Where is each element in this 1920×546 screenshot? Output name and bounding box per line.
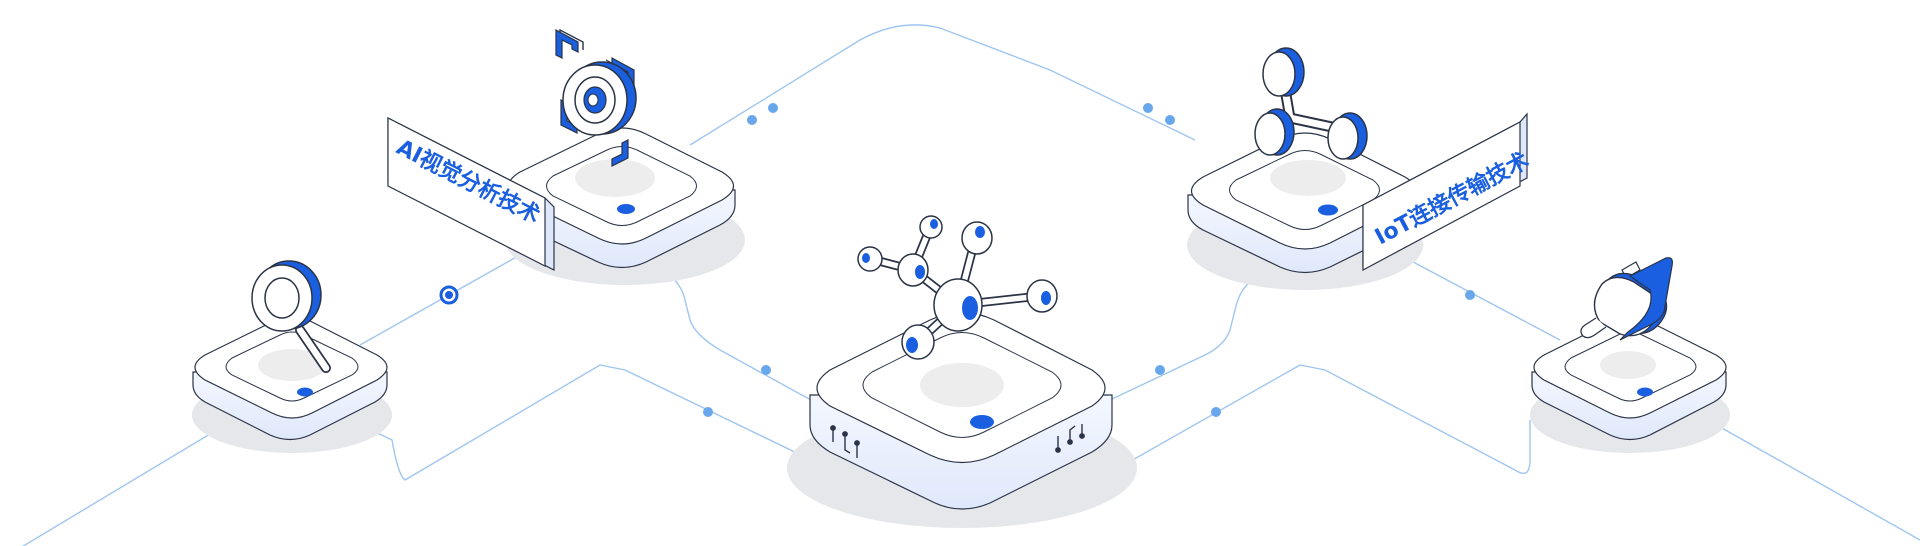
iot-label-panel: IoT连接传输技术 <box>1362 112 1533 272</box>
line-dot <box>1211 407 1221 417</box>
circuit-marks-left <box>830 425 860 458</box>
power-plug-icon <box>1580 257 1673 341</box>
ai-vision-label-panel: AI视觉分析技术 <box>387 117 555 271</box>
highlight-node <box>439 285 459 305</box>
eye-scan-icon <box>555 28 637 167</box>
line-dot <box>1465 290 1475 300</box>
line-lower-left <box>349 364 833 481</box>
line-right-exit <box>1689 409 1920 541</box>
hub-module <box>787 311 1137 528</box>
line-top-arch <box>689 24 1196 146</box>
molecule-network-icon <box>857 215 1058 360</box>
search-module <box>192 316 392 453</box>
line-dot <box>1143 103 1153 113</box>
line-dot <box>1155 365 1165 375</box>
line-dot <box>761 365 771 375</box>
line-dot <box>747 115 757 125</box>
circuit-marks-right <box>1055 424 1085 453</box>
line-dot <box>1165 115 1175 125</box>
share-nodes-icon <box>1254 47 1368 160</box>
iot-module <box>1187 132 1423 290</box>
line-dot <box>768 103 778 113</box>
line-dot <box>703 407 713 417</box>
connection-dots <box>703 103 1475 417</box>
plug-module <box>1530 316 1730 453</box>
line-iot-to-plug <box>1399 254 1561 341</box>
magnifier-icon <box>251 260 331 373</box>
line-search-to-ai <box>359 254 521 346</box>
line-iot-to-hub <box>1109 269 1263 401</box>
ai-vision-module <box>504 127 745 285</box>
